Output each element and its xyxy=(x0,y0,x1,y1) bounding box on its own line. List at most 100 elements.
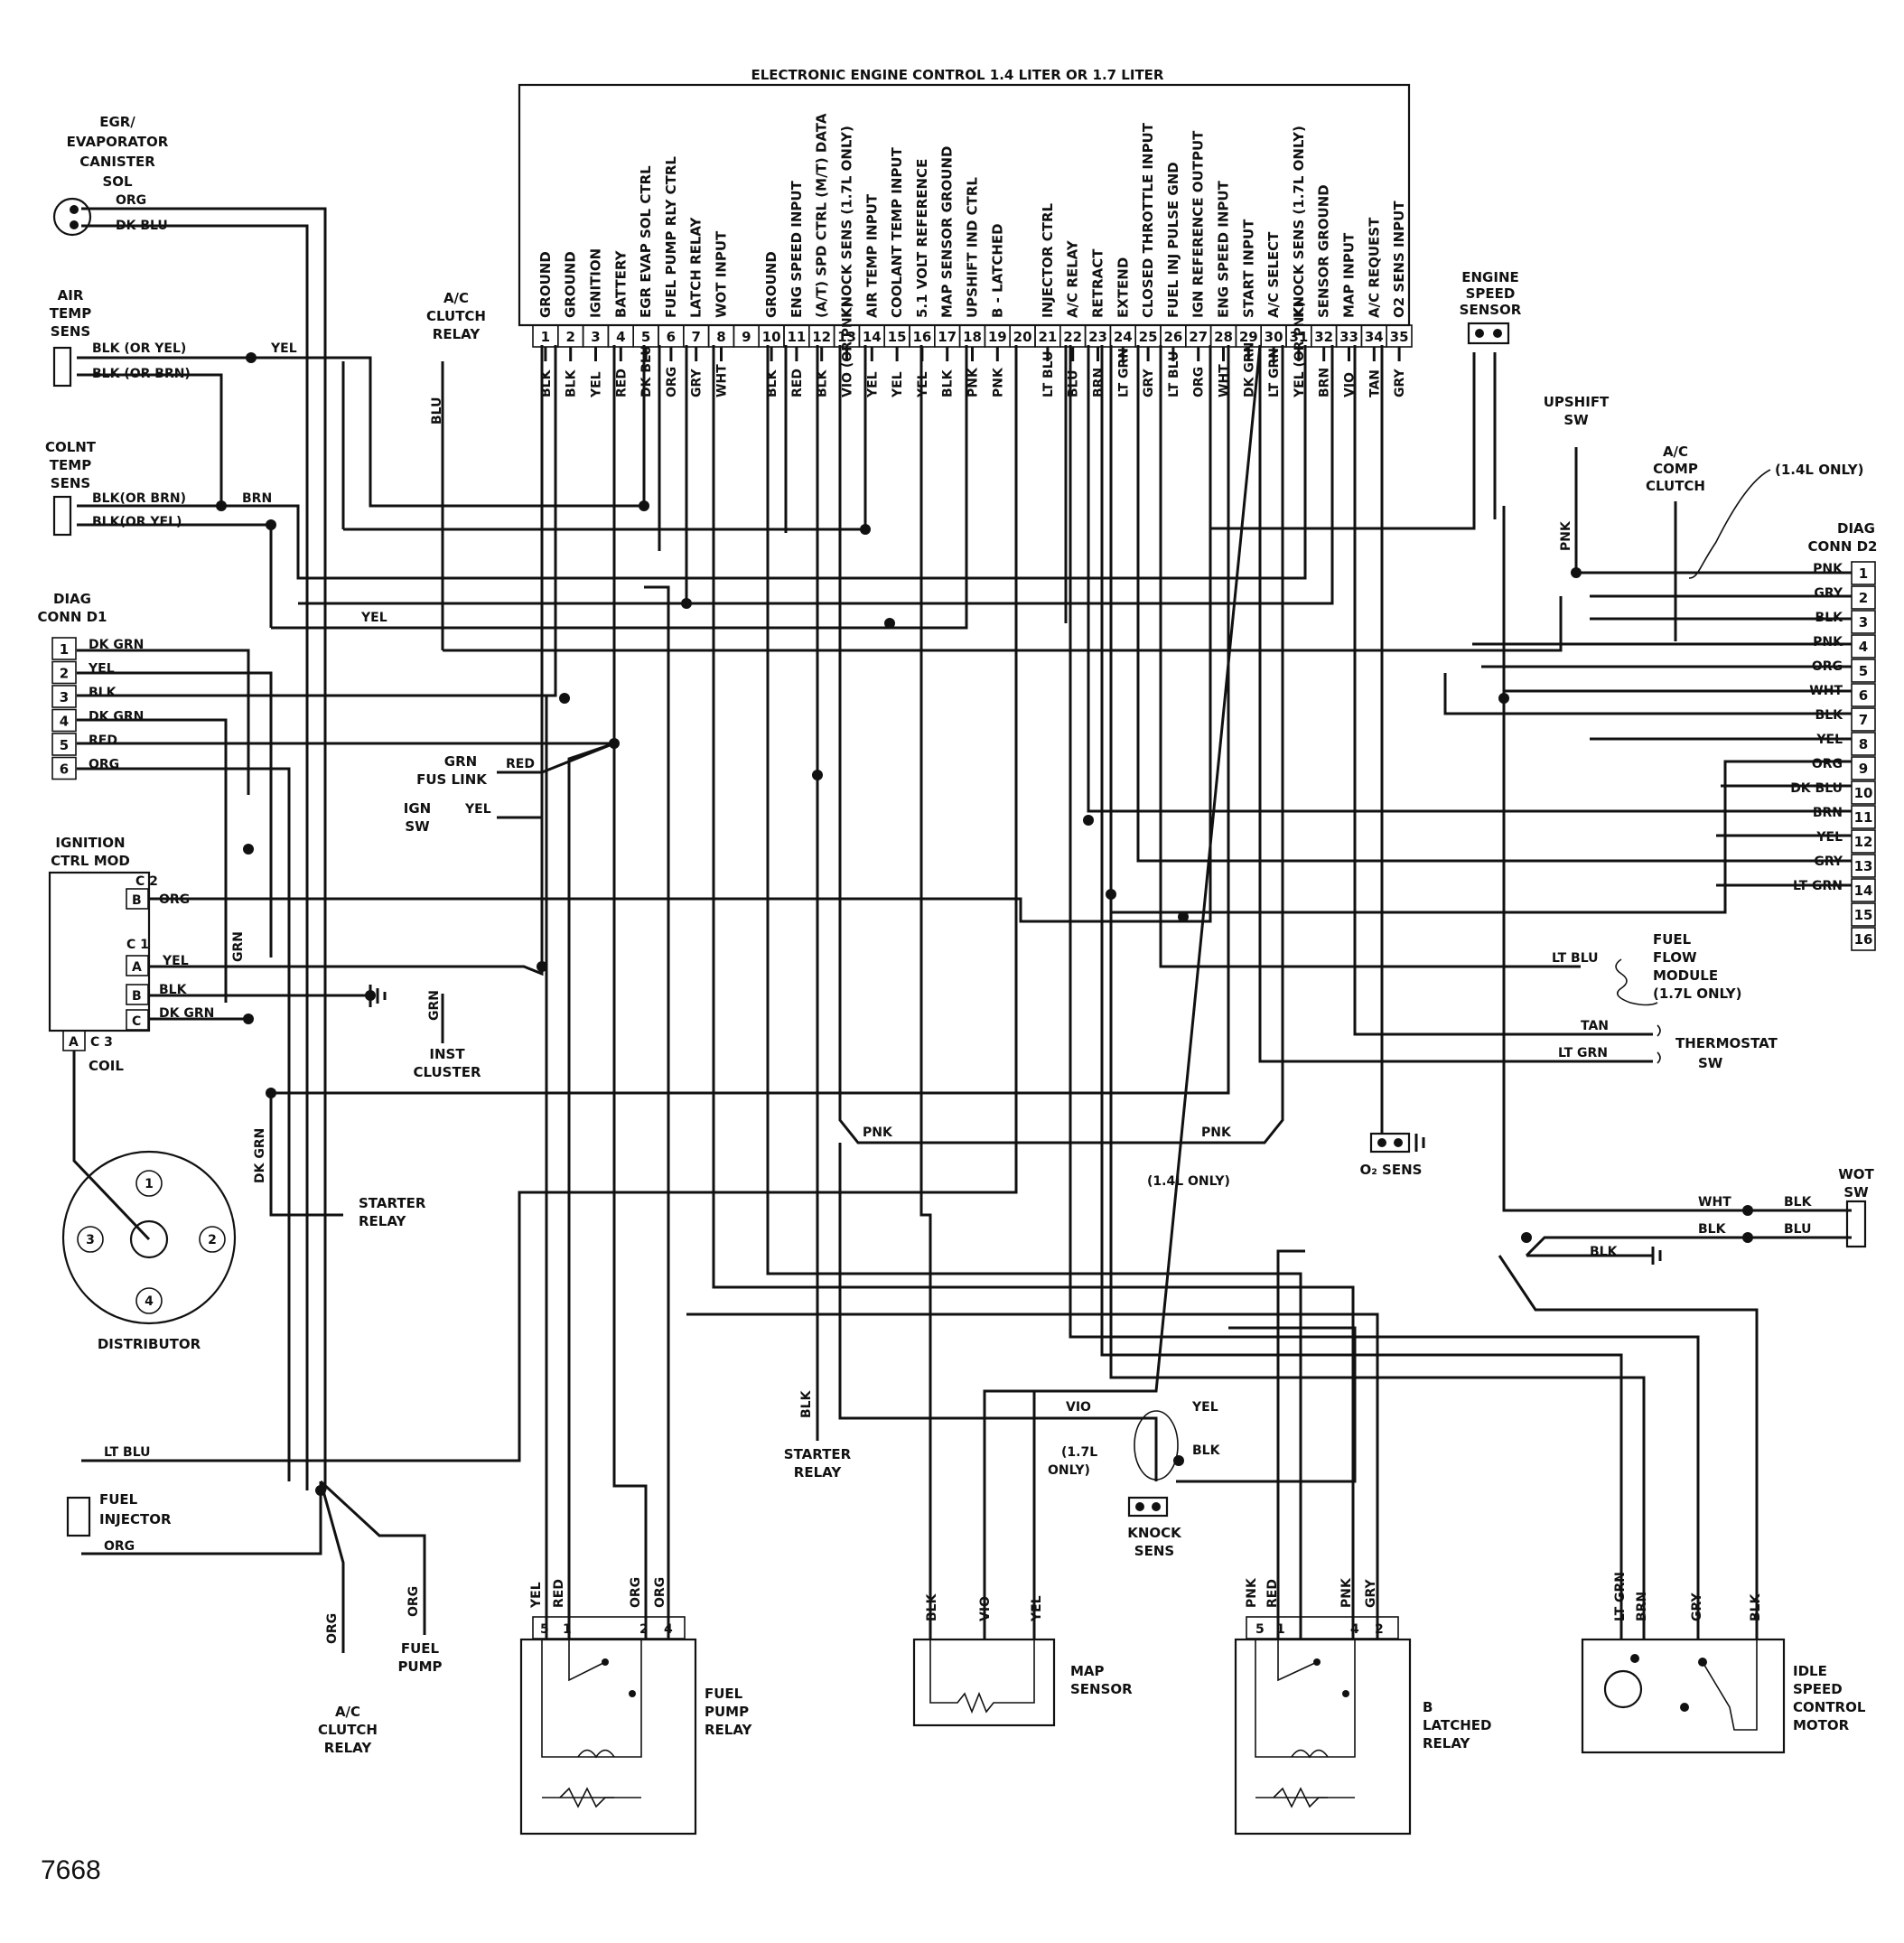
svg-text:FUEL: FUEL xyxy=(705,1686,743,1702)
svg-text:YEL: YEL xyxy=(529,1582,544,1609)
svg-text:ORG: ORG xyxy=(104,1539,135,1554)
ecu-pin-function: IGNITION xyxy=(588,248,604,318)
svg-text:A: A xyxy=(69,1035,79,1050)
diag-d1-wire: YEL xyxy=(88,662,115,677)
svg-text:CANISTER: CANISTER xyxy=(79,154,155,170)
svg-text:COMP: COMP xyxy=(1653,461,1698,477)
svg-text:4: 4 xyxy=(1859,639,1868,655)
svg-text:IDLE: IDLE xyxy=(1793,1663,1827,1679)
diag-d1-pin: 4 DK GRN xyxy=(51,708,144,733)
svg-text:UPSHIFT: UPSHIFT xyxy=(1544,394,1610,410)
svg-text:8: 8 xyxy=(1859,736,1868,752)
svg-text:DIAG: DIAG xyxy=(1837,520,1875,537)
svg-text:(1.4L ONLY): (1.4L ONLY) xyxy=(1775,462,1863,478)
diag-d2-wire: WHT xyxy=(1809,684,1843,698)
map-sensor: BLK VIO YEL MAP SENSOR xyxy=(912,1593,1133,1727)
diag-d1-wire: DK GRN xyxy=(89,638,144,652)
svg-text:RELAY: RELAY xyxy=(1423,1735,1471,1752)
svg-text:VIO: VIO xyxy=(1066,1400,1091,1415)
instrument-cluster: GRN INST CLUSTER xyxy=(413,990,481,1080)
svg-text:CONN D1: CONN D1 xyxy=(38,609,107,625)
ecu-pin-function: START INPUT xyxy=(1240,219,1256,318)
svg-text:CONN D2: CONN D2 xyxy=(1808,538,1878,555)
ecu-pin-wire: BLU xyxy=(1067,370,1081,397)
junction-dots xyxy=(216,352,1753,1496)
ecu-pin-number: 15 xyxy=(888,329,907,345)
ecu-pin-number: 12 xyxy=(812,329,831,345)
svg-text:LT GRN: LT GRN xyxy=(1558,1046,1608,1060)
ecu-pin-wire: RED xyxy=(614,369,629,397)
ecu-pin-function: KNOCK SENS (1.7L ONLY) xyxy=(1291,126,1307,318)
pnk-bridge-label: PNK PNK (1.4L ONLY) xyxy=(863,1126,1232,1189)
svg-text:A/C: A/C xyxy=(1663,444,1688,460)
svg-text:LATCHED: LATCHED xyxy=(1423,1717,1492,1733)
ecu-pin-number: 13 xyxy=(837,329,856,345)
svg-text:CONTROL: CONTROL xyxy=(1793,1699,1866,1715)
ecu-pin-number: 4 xyxy=(616,329,625,345)
ecu-pin-function: AIR TEMP INPUT xyxy=(863,193,880,318)
ecu-pin-function: 5.1 VOLT REFERENCE xyxy=(914,159,930,318)
svg-text:A: A xyxy=(132,960,142,975)
svg-text:A/C: A/C xyxy=(443,290,469,306)
svg-text:STARTER: STARTER xyxy=(359,1195,426,1211)
diag-d1-wire: BLK xyxy=(89,686,117,700)
engine-speed-sensor: ENGINE SPEED SENSOR xyxy=(1460,269,1522,345)
svg-text:LT BLU: LT BLU xyxy=(104,1445,151,1460)
egr-solenoid: EGR/ EVAPORATOR CANISTER SOL ORG DK BLU xyxy=(52,114,169,237)
svg-text:4: 4 xyxy=(60,714,69,730)
distributor-icon xyxy=(61,1150,237,1325)
svg-text:PUMP: PUMP xyxy=(397,1658,442,1675)
ecu-pin-number: 33 xyxy=(1339,329,1358,345)
ecu-pin-number: 10 xyxy=(762,329,781,345)
diag-d2-wire: BLK xyxy=(1815,708,1844,723)
svg-text:GRN: GRN xyxy=(231,931,246,962)
ecu-pin-wire: RED xyxy=(790,369,805,397)
ecu-pin-number: 14 xyxy=(863,329,882,345)
ignition-control-module: IGNITION CTRL MOD C 2 B ORG C 1 A B C YE… xyxy=(48,835,246,1074)
svg-text:BRN: BRN xyxy=(242,491,272,506)
diag-d2-pin: 15 xyxy=(1851,902,1876,927)
svg-text:CTRL MOD: CTRL MOD xyxy=(51,853,130,869)
ecu-pin-function: ENG SPEED INPUT xyxy=(1216,180,1232,318)
ecu-pin-wire: YEL xyxy=(865,371,880,398)
ecu-pin-wire: DK GRN xyxy=(1242,342,1256,397)
ecu-pin-wire: ORG xyxy=(665,367,679,397)
diag-d2-wire: BLK xyxy=(1815,611,1844,625)
relay-coil-icon xyxy=(577,1749,615,1759)
ecu-pin-wire: BRN xyxy=(1318,368,1332,397)
ecu-pins: 1GROUNDBLK2GROUNDBLK3IGNITIONYEL4BATTERY… xyxy=(532,113,1413,398)
svg-text:13: 13 xyxy=(1854,858,1873,874)
fuel-flow-module: LT BLU FUEL FLOW MODULE (1.7L ONLY) xyxy=(1552,931,1741,1006)
svg-text:LT BLU: LT BLU xyxy=(1552,951,1599,966)
ecu-pin-function: FUEL INJ PULSE GND xyxy=(1165,162,1181,318)
ecu-pin-number: 35 xyxy=(1390,329,1409,345)
icm-outline xyxy=(48,871,151,1032)
ecu-pin-wire: PNK xyxy=(966,367,981,397)
coolant-temp-sensor: COLNT TEMP SENS BLK(OR BRN) BLK(OR YEL) … xyxy=(45,439,272,537)
ecu-pin-number: 27 xyxy=(1189,329,1208,345)
ecu-pin-number: 31 xyxy=(1289,329,1308,345)
ecu-pin-function: LATCH RELAY xyxy=(688,216,705,318)
ecu-pin-function: UPSHIFT IND CTRL xyxy=(965,177,981,318)
ecu-pin-function: RETRACT xyxy=(1090,248,1106,318)
svg-text:DK GRN: DK GRN xyxy=(253,1128,267,1183)
svg-text:BLK (OR YEL): BLK (OR YEL) xyxy=(92,341,186,356)
svg-text:4: 4 xyxy=(664,1622,673,1637)
svg-text:PNK: PNK xyxy=(1559,520,1573,551)
diag-d1-wire: DK GRN xyxy=(89,710,144,724)
svg-text:SPEED: SPEED xyxy=(1466,285,1516,302)
svg-text:5: 5 xyxy=(1255,1622,1265,1637)
svg-text:(1.4L ONLY): (1.4L ONLY) xyxy=(1147,1174,1230,1189)
diag-d2-wire: LT GRN xyxy=(1793,879,1843,893)
ecu-pin-wire: LT GRN xyxy=(1267,348,1282,397)
svg-text:SW: SW xyxy=(405,818,430,835)
